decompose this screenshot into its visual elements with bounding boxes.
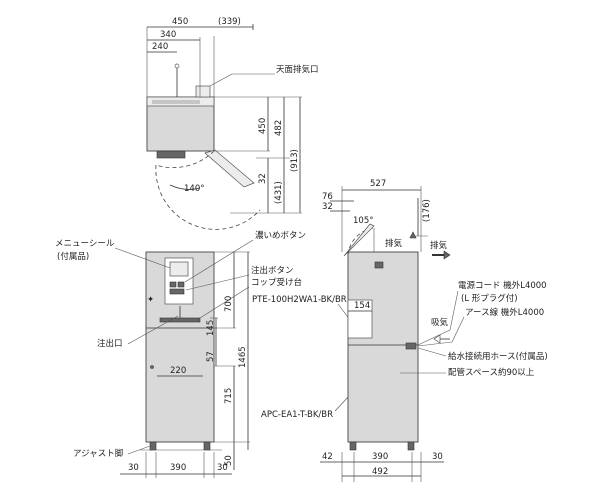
side-view: 105° 527 76 32 (176) 排気 排気 154 吸気 電源コード …: [320, 179, 548, 482]
label-adjust-foot: アジャスト脚: [73, 448, 123, 459]
dim-side-30: 30: [432, 452, 443, 462]
dim-450-depth: 450: [258, 118, 268, 134]
dim-1465: 1465: [238, 346, 248, 368]
side-window: [347, 299, 373, 339]
label-exhaust-right: 排気: [430, 240, 448, 251]
dim-57: 57: [206, 351, 216, 362]
dim-220: 220: [170, 366, 186, 376]
dim-105: 105°: [353, 216, 373, 226]
arrow-up-icon: [409, 231, 417, 239]
dim-482: 482: [274, 120, 284, 136]
dim-913: (913): [290, 149, 300, 172]
dispense-button-2[interactable]: [169, 288, 185, 295]
dispense-button[interactable]: [177, 281, 185, 288]
label-model-top: PTE-100H2WA1-BK/BR: [252, 295, 347, 305]
side-foot-right: [407, 441, 415, 451]
dim-angle-140: 140°: [184, 184, 204, 194]
dim-bottom-30-left: 30: [128, 463, 139, 473]
cup-tray: [159, 317, 201, 323]
label-plug: (L 形プラグ付): [461, 293, 518, 304]
label-piping-space: 配管スペース約90以上: [448, 367, 535, 378]
label-top-exhaust: 天面排気口: [276, 64, 319, 75]
dim-32-side: 32: [322, 202, 333, 212]
dim-700: 700: [224, 296, 234, 312]
dim-bottom-30-right: 30: [217, 463, 228, 473]
connector: [405, 342, 417, 350]
strong-button[interactable]: [169, 281, 177, 288]
door-opened: [204, 149, 255, 188]
dim-50: 50: [224, 455, 234, 466]
dim-154: 154: [354, 301, 370, 311]
label-earth: アース線 機外L4000: [465, 307, 544, 318]
label-menu-seal: メニューシール: [55, 239, 115, 249]
label-outlet: 注出口: [97, 338, 123, 349]
top-view-base: [156, 150, 186, 159]
dim-76: 76: [322, 192, 333, 202]
top-view-vent-strip: [146, 96, 215, 107]
side-foot-left: [349, 441, 357, 451]
dim-492: 492: [372, 467, 388, 477]
svg-text:✦: ✦: [147, 295, 154, 305]
top-exhaust-vent: [195, 85, 211, 98]
door-swing-arc: [155, 150, 215, 169]
dim-527: 527: [370, 179, 386, 189]
label-intake: 吸気: [431, 317, 449, 328]
dim-176: (176): [422, 199, 432, 222]
side-door-arc: [347, 227, 375, 256]
label-water-hose: 給水接続用ホース(付属品): [448, 351, 548, 362]
dim-450-width: 450: [172, 17, 188, 27]
label-power-cord: 電源コード 機外L4000: [458, 280, 547, 291]
dim-145: 145: [206, 320, 216, 336]
dim-715: 715: [224, 388, 234, 404]
dim-side-390: 390: [372, 452, 388, 462]
top-view: 140° 450 (339) 340 240 天面排気口 450 482 (91…: [146, 17, 319, 230]
dim-240: 240: [152, 42, 168, 52]
label-cup-tray: コップ受け台: [251, 277, 302, 288]
arrow-right-icon: [443, 250, 451, 260]
menu-seal-area: [169, 261, 189, 277]
label-dispense-button: 注出ボタン: [251, 265, 294, 276]
dim-431: (431): [274, 181, 284, 204]
label-menu-seal-note: (付属品): [57, 251, 89, 262]
label-model-bottom: APC-EA1-T-BK/BR: [261, 410, 333, 420]
dim-339: (339): [218, 17, 241, 27]
label-strong-button: 濃いめボタン: [255, 230, 306, 241]
dim-42: 42: [322, 452, 333, 462]
dim-32: 32: [258, 173, 268, 184]
dim-bottom-390: 390: [170, 463, 186, 473]
adjust-foot-right: [203, 441, 211, 451]
front-view: ✦ メニューシール (付属品) 注出口 アジャスト脚 濃いめボタン 注出ボタン …: [55, 230, 351, 478]
adjust-foot-left: [149, 441, 157, 451]
dim-340: 340: [160, 30, 176, 40]
label-exhaust-up: 排気: [385, 238, 403, 249]
